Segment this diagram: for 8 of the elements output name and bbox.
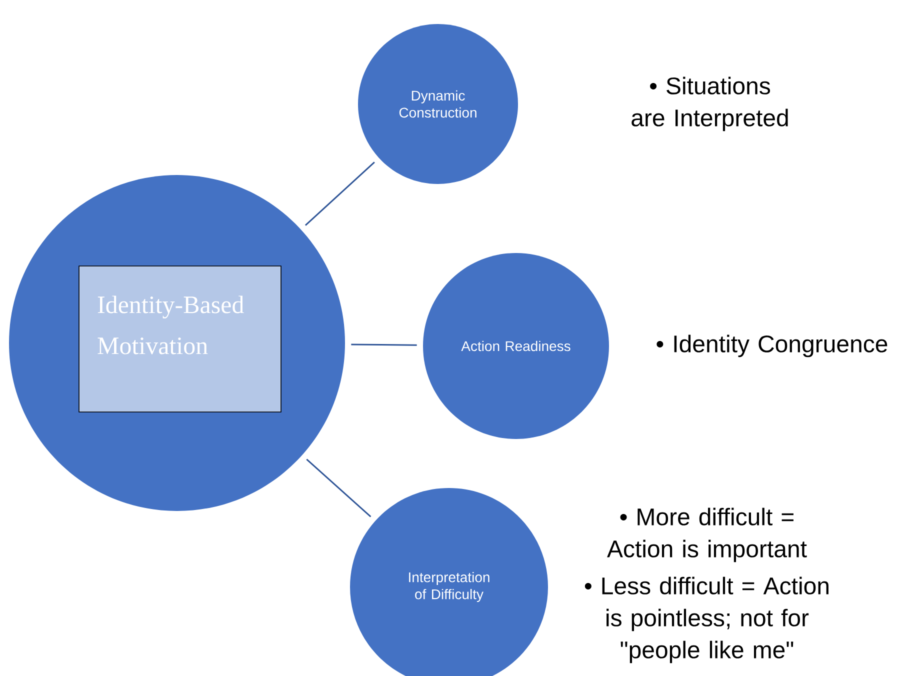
connector-line xyxy=(304,162,375,226)
bullet-text: • Situations are Interpreted xyxy=(632,76,788,132)
bullet-text: • Less difficult = Action is pointless; not for "people like me" xyxy=(584,576,828,664)
connector-line xyxy=(306,458,372,518)
bullet-text: • More difficult = Action is important xyxy=(607,508,807,562)
title-box: Identity-Based Motivation xyxy=(78,266,282,412)
connector-line xyxy=(351,344,417,346)
bullet-text: • Identity Congruence xyxy=(656,334,888,358)
